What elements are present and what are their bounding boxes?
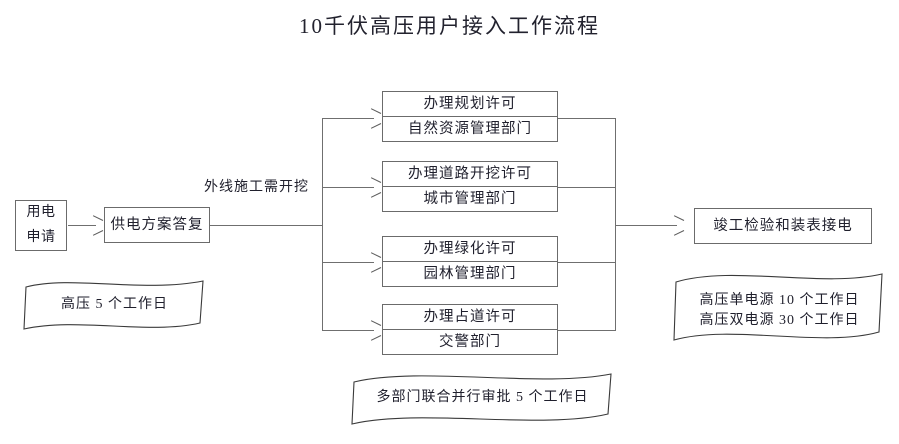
banner-left-duration: 高压 5 个工作日 [22,277,207,333]
edge-label-dig-required: 外线施工需开挖 [204,180,309,195]
permit-2-task: 办理道路开挖许可 [383,162,557,187]
connector-reply-to-bus [210,225,323,226]
node-electricity-application[interactable]: 用电 申请 [15,200,67,251]
node-final-label: 竣工检验和装表接电 [713,217,853,234]
page-title: 10千伏高压用户接入工作流程 [299,14,600,38]
connector-bus-to-box-2 [322,187,374,188]
connector-apply-to-reply [68,225,96,226]
permit-2-department: 城市管理部门 [423,190,517,207]
permit-4-task: 办理占道许可 [383,305,557,330]
permit-1-department: 自然资源管理部门 [408,120,532,137]
node-reply-label: 供电方案答复 [110,216,204,233]
connector-bus-to-final [615,225,677,226]
arrowhead-apply-to-reply [92,220,103,231]
node-permit-1[interactable]: 办理规划许可 自然资源管理部门 [382,91,558,142]
node-supply-plan-reply[interactable]: 供电方案答复 [104,207,210,243]
arrowhead-box-3 [370,257,381,268]
node-apply-line2: 申请 [26,229,56,245]
arrowhead-box-1 [370,113,381,124]
connector-box-4-to-bus [558,330,616,331]
permit-1-task: 办理规划许可 [383,92,557,117]
permit-3-department: 园林管理部门 [423,265,517,282]
banner-bottom-duration: 多部门联合并行审批 5 个工作日 [350,370,615,426]
banner-right-duration: 高压单电源 10 个工作日 高压双电源 30 个工作日 [672,268,887,346]
connector-bus-to-box-3 [322,262,374,263]
arrowhead-final [673,220,684,231]
connector-box-1-to-bus [558,118,616,119]
bus-right-vertical [615,118,616,331]
arrowhead-box-4 [370,325,381,336]
node-apply-line1: 用电 [26,205,56,221]
arrowhead-box-2 [370,182,381,193]
bus-left-vertical [322,118,323,331]
connector-bus-to-box-4 [322,330,374,331]
connector-bus-to-box-1 [322,118,374,119]
node-permit-2[interactable]: 办理道路开挖许可 城市管理部门 [382,161,558,212]
node-completion-inspection[interactable]: 竣工检验和装表接电 [694,208,872,244]
permit-4-department: 交警部门 [439,333,501,350]
connector-box-2-to-bus [558,187,616,188]
permit-3-task: 办理绿化许可 [383,237,557,262]
connector-box-3-to-bus [558,262,616,263]
node-permit-4[interactable]: 办理占道许可 交警部门 [382,304,558,355]
node-permit-3[interactable]: 办理绿化许可 园林管理部门 [382,236,558,287]
